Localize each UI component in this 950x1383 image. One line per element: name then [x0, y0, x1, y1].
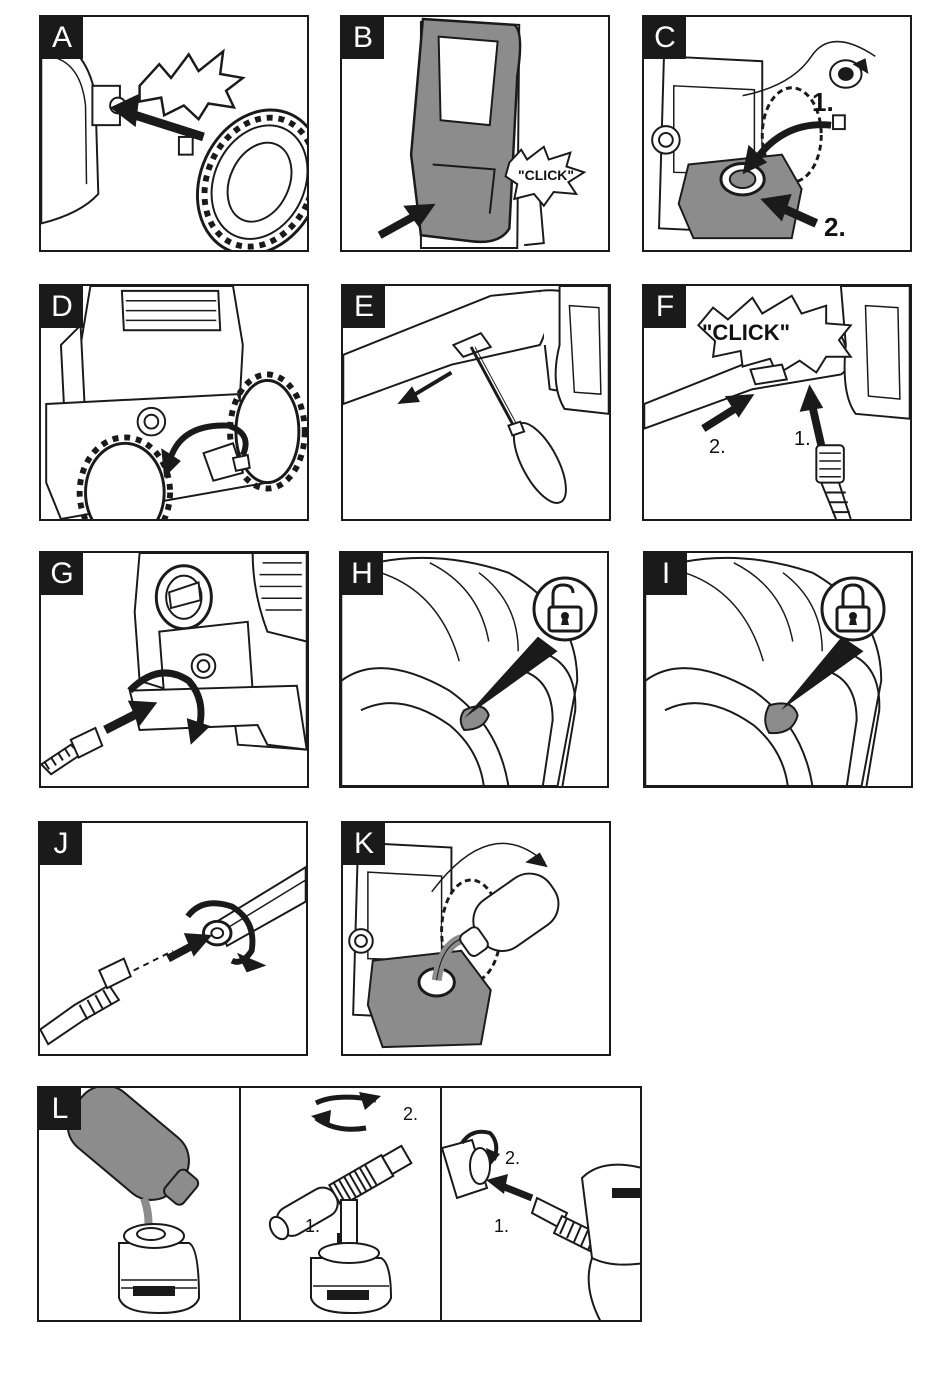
panel-a: A — [39, 15, 309, 252]
panel-h: H — [339, 551, 609, 788]
click-callout: "CLICK" — [702, 320, 790, 346]
panel-e: E — [341, 284, 611, 521]
panel-label: F — [644, 286, 686, 328]
sub3-step-2-label: 2. — [505, 1148, 520, 1169]
panel-g: G — [39, 551, 309, 788]
step-1-label: 1. — [794, 428, 811, 451]
panel-label: C — [644, 17, 686, 59]
panel-label: B — [342, 17, 384, 59]
sub2-step-2-label: 2. — [403, 1104, 418, 1125]
panel-divider — [440, 1088, 442, 1320]
panel-label: A — [41, 17, 83, 59]
panel-divider — [239, 1088, 241, 1320]
panel-b: B "CLICK" — [340, 15, 610, 252]
step-1-label: 1. — [812, 87, 834, 118]
panel-d: D — [39, 284, 309, 521]
panel-i: I — [643, 551, 913, 788]
panel-label: J — [40, 823, 82, 865]
panel-f: F "CLICK" 1. 2. — [642, 284, 912, 521]
panel-label: D — [41, 286, 83, 328]
lance-attach-illustration — [442, 1088, 642, 1322]
sub3-step-1-label: 1. — [494, 1216, 509, 1237]
panel-k: K — [341, 821, 611, 1056]
step-2-label: 2. — [824, 212, 846, 243]
panel-label: G — [41, 553, 83, 595]
panel-label: I — [645, 553, 687, 595]
click-callout: "CLICK" — [518, 167, 574, 183]
panel-label: K — [343, 823, 385, 865]
step-2-label: 2. — [709, 436, 726, 459]
panel-j: J — [38, 821, 308, 1056]
sub2-step-1-label: 1. — [305, 1216, 320, 1237]
panel-c: C 1. 2. — [642, 15, 912, 252]
unlocked-padlock-icon — [531, 575, 599, 643]
panel-label: L — [39, 1088, 81, 1130]
panel-label: H — [341, 553, 383, 595]
panel-l: L 1. 2. — [37, 1086, 642, 1322]
panel-label: E — [343, 286, 385, 328]
locked-padlock-icon — [819, 575, 887, 643]
